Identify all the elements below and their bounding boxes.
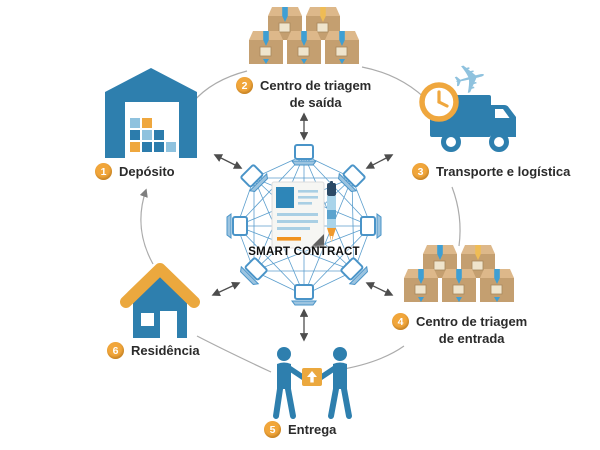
person-right <box>317 347 352 419</box>
stage-caption-residencia: 6 Residência <box>107 342 200 359</box>
stage-number-badge-1: 1 <box>95 163 112 180</box>
cycle-arc-5-6 <box>196 335 272 373</box>
exchange-arrow-top-right <box>365 154 394 169</box>
smart-contract-label: SMART CONTRACT <box>248 246 360 258</box>
warehouse-icon <box>105 68 197 158</box>
stage-label-residencia: Residência <box>131 343 200 358</box>
laptop-icon-bottom <box>291 284 317 306</box>
cycle-arc-3-4 <box>451 186 461 247</box>
person-left <box>273 347 307 419</box>
stage-label-triagem-entrada-line1: Centro de triagem <box>416 314 528 329</box>
stage-number-badge-3: 3 <box>412 163 429 180</box>
truck-plane-clock-icon: ✈ <box>419 55 516 152</box>
box-stack <box>249 7 359 64</box>
stage-number-badge-2: 2 <box>236 77 253 94</box>
stage-label-deposito: Depósito <box>119 164 175 179</box>
box-stack <box>404 245 514 302</box>
inbound-boxes-icon <box>404 245 514 302</box>
stage-number-badge-5: 5 <box>264 421 281 438</box>
stage-label-triagem-entrada-line2: de entrada <box>438 331 505 346</box>
exchange-arrows <box>211 112 394 342</box>
stage-number-badge-6: 6 <box>107 342 124 359</box>
stage-number-badge-4: 4 <box>392 313 409 330</box>
stage-caption-transporte: 3 Transporte e logística <box>412 163 570 180</box>
laptop-icon-bottom-left <box>240 257 268 285</box>
exchange-arrow-top-left <box>213 154 243 169</box>
package-handoff-icon <box>273 347 352 419</box>
cycle-arc-6-1 <box>139 188 154 265</box>
stage-caption-triagem-entrada: 4 Centro de triagem de entrada <box>392 313 527 347</box>
laptop-icon-top-right <box>338 164 366 192</box>
exchange-arrow-bottom-right <box>365 282 394 296</box>
outbound-boxes-icon <box>249 7 359 64</box>
laptop-icon-left <box>226 213 248 239</box>
clock-icon <box>419 82 459 122</box>
stage-label-triagem-saida-line1: Centro de triagem <box>260 78 372 93</box>
smart-contract-document-icon <box>271 181 336 249</box>
house-icon <box>120 263 200 338</box>
package-icon <box>302 368 322 386</box>
exchange-arrow-bottom-left <box>211 282 241 296</box>
laptop-icon-right <box>360 213 382 239</box>
stage-label-triagem-saida-line2: de saída <box>289 95 342 110</box>
laptop-icon-bottom-right <box>340 257 368 285</box>
laptop-icon-top-left <box>240 164 268 192</box>
stage-caption-triagem-saida: 2 Centro de triagem de saída <box>236 77 371 111</box>
pen-icon <box>327 181 336 242</box>
stage-caption-entrega: 5 Entrega <box>264 421 336 438</box>
laptop-icon-top <box>291 144 317 166</box>
stage-label-transporte: Transporte e logística <box>436 164 571 179</box>
stage-label-entrega: Entrega <box>288 422 337 437</box>
stage-caption-deposito: 1 Depósito <box>95 163 175 180</box>
